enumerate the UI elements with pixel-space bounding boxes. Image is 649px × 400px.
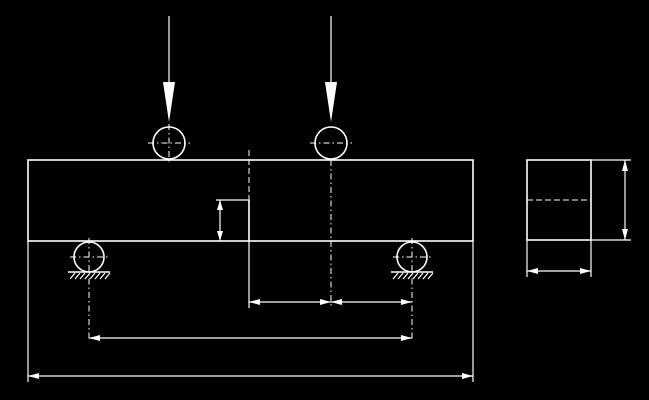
support-roller-right <box>391 238 434 340</box>
loading-roller-left <box>148 124 190 162</box>
notch-to-load-dimension <box>248 241 331 308</box>
load-arrow-right <box>325 16 337 122</box>
loading-roller-right <box>310 126 352 160</box>
section-width-dimension <box>526 240 592 277</box>
load-to-support-dimension <box>331 299 412 305</box>
beam-specimen <box>27 159 474 242</box>
overall-length-dimension <box>27 241 474 382</box>
cross-section <box>526 159 592 241</box>
span-dimension <box>89 335 412 341</box>
section-height-dimension <box>591 159 631 241</box>
support-roller-left <box>68 238 111 340</box>
load-arrow-left <box>163 16 175 122</box>
notch-depth-dimension <box>216 199 249 241</box>
